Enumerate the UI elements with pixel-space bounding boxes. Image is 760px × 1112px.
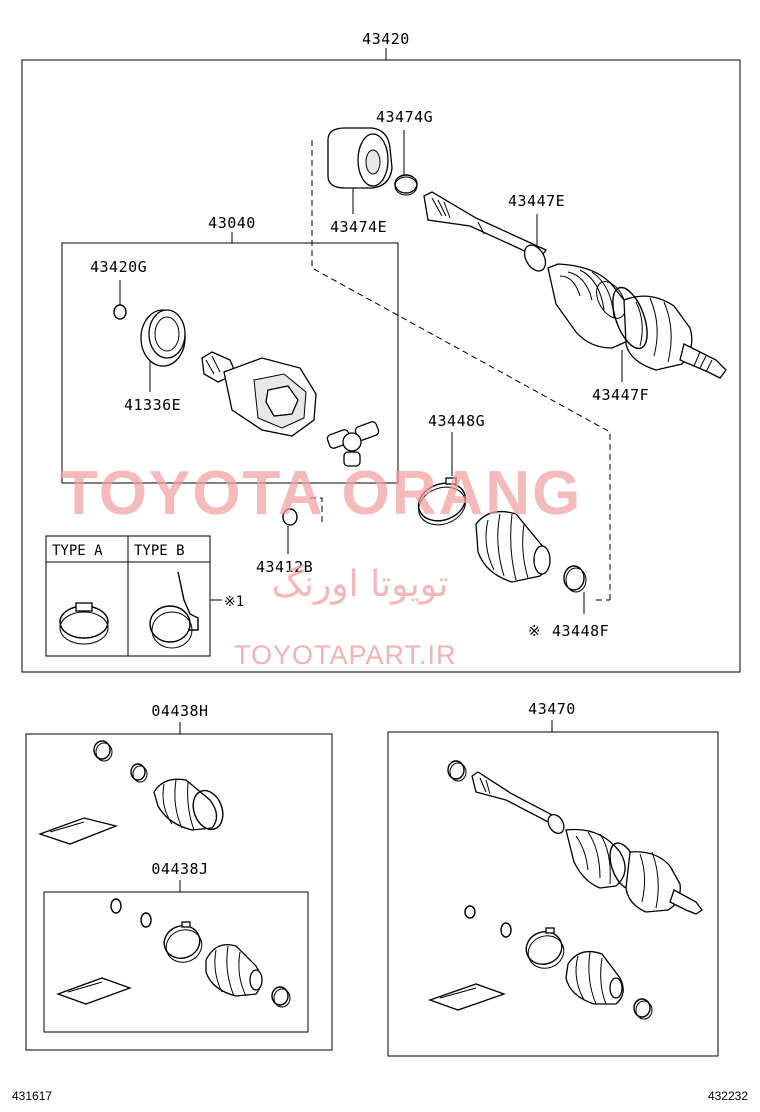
label-type-a: TYPE A	[52, 543, 103, 559]
clamp-icon: 43448G	[417, 412, 485, 526]
label-mark-43448F: ※	[528, 622, 541, 640]
frame-04438H: 04438H 04438J	[25, 702, 333, 1051]
grease-pack-icon	[428, 983, 506, 1011]
label-43448F: 43448F	[552, 622, 609, 640]
snap-ring-icon: 43420G	[90, 258, 147, 320]
label-04438H: 04438H	[151, 702, 208, 720]
dashed-assembly-outline	[310, 140, 611, 601]
boot-icon	[205, 943, 263, 997]
label-04438J: 04438J	[151, 860, 208, 878]
label-43448G: 43448G	[428, 412, 485, 430]
clamp-type-a-icon	[59, 602, 109, 645]
footer-right-code: 432232	[708, 1089, 748, 1103]
grease-pack-icon	[38, 817, 119, 845]
label-43474G: 43474G	[376, 108, 433, 126]
clamp-type-b-icon	[149, 571, 199, 649]
label-43420G: 43420G	[90, 258, 147, 276]
label-41336E: 41336E	[124, 396, 181, 414]
label-43040: 43040	[208, 214, 256, 232]
clamp-icon: 43474G	[376, 108, 433, 196]
ring-icon: 41336E	[124, 309, 186, 414]
label-43474E: 43474E	[330, 218, 387, 236]
label-43412B: 43412B	[256, 558, 313, 576]
watermark-brand: TOYOTA ORANG	[60, 459, 582, 528]
grease-pack-icon	[56, 977, 132, 1005]
drive-shaft-icon	[471, 771, 703, 915]
boot-icon	[153, 778, 224, 831]
boot-icon	[475, 510, 551, 583]
footer-left-code: 431617	[12, 1089, 52, 1103]
joint-icon	[201, 351, 317, 437]
watermark-site: TOYOTAPART.IR	[234, 640, 457, 670]
damper-icon: 43474E	[327, 127, 393, 236]
frame-43040: 43040	[61, 214, 399, 484]
label-43447E: 43447E	[508, 192, 565, 210]
clamp-icon: ※ 43448F	[528, 565, 609, 640]
label-type-b: TYPE B	[134, 543, 185, 559]
label-mark-1: ※1	[224, 594, 244, 610]
snap-ring-icon: 43412B	[256, 508, 313, 576]
tripod-icon	[326, 421, 380, 467]
watermark: TOYOTA ORANG تویوتا اورنگ TOYOTAPART.IR	[60, 459, 582, 670]
label-43470: 43470	[528, 700, 576, 718]
watermark-persian: تویوتا اورنگ	[272, 563, 449, 605]
type-legend-box: TYPE A TYPE B ※1	[45, 535, 244, 657]
frame-43420: 43420	[21, 30, 741, 673]
drive-shaft-icon: 43447E 43447F	[423, 191, 727, 404]
frame-43470: 43470	[387, 700, 719, 1057]
label-43447F: 43447F	[592, 386, 649, 404]
boot-icon	[565, 950, 624, 1005]
label-43420: 43420	[362, 30, 410, 48]
